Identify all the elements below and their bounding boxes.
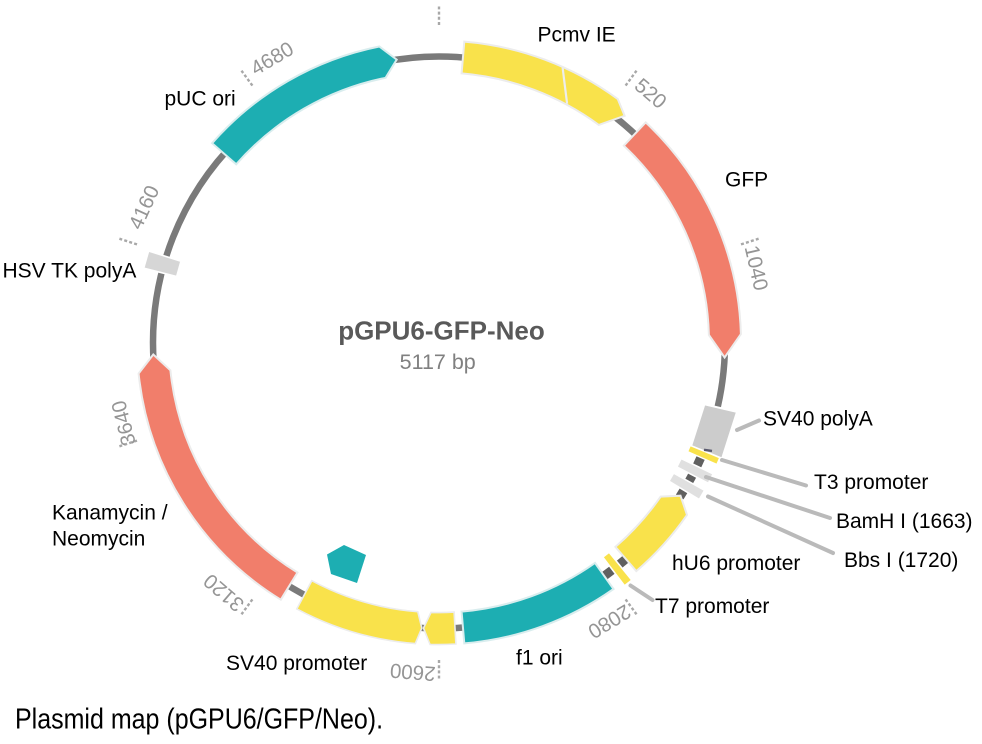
- svg-text:SV40 promoter: SV40 promoter: [226, 652, 367, 675]
- svg-text:SV40 polyA: SV40 polyA: [763, 408, 873, 431]
- svg-text:Kanamycin /: Kanamycin /: [52, 502, 168, 525]
- svg-text:HSV TK polyA: HSV TK polyA: [3, 260, 137, 283]
- svg-text:1040: 1040: [740, 243, 773, 293]
- svg-text:3640: 3640: [107, 398, 141, 448]
- svg-text:Neomycin: Neomycin: [52, 528, 145, 551]
- svg-text:T3 promoter: T3 promoter: [814, 471, 928, 494]
- svg-text:4680: 4680: [247, 37, 298, 80]
- svg-text:3120: 3120: [199, 569, 249, 616]
- svg-text:BamH I (1663): BamH I (1663): [836, 510, 973, 533]
- svg-text:5117 bp: 5117 bp: [400, 350, 476, 374]
- svg-text:Pcmv IE: Pcmv IE: [538, 24, 616, 47]
- svg-text:pUC ori: pUC ori: [165, 88, 236, 111]
- svg-text:Bbs I (1720): Bbs I (1720): [844, 549, 958, 572]
- svg-text:Plasmid map (pGPU6/GFP/Neo).: Plasmid map (pGPU6/GFP/Neo).: [15, 702, 383, 735]
- svg-text:pGPU6-GFP-Neo: pGPU6-GFP-Neo: [338, 316, 545, 346]
- svg-text:520: 520: [630, 74, 671, 114]
- svg-text:GFP: GFP: [725, 169, 768, 192]
- svg-text:T7 promoter: T7 promoter: [655, 595, 769, 618]
- svg-text:f1 ori: f1 ori: [516, 647, 563, 670]
- svg-text:2600: 2600: [389, 659, 436, 686]
- svg-text:4160: 4160: [124, 182, 164, 233]
- svg-text:2080: 2080: [584, 600, 635, 643]
- svg-text:hU6 promoter: hU6 promoter: [672, 552, 800, 575]
